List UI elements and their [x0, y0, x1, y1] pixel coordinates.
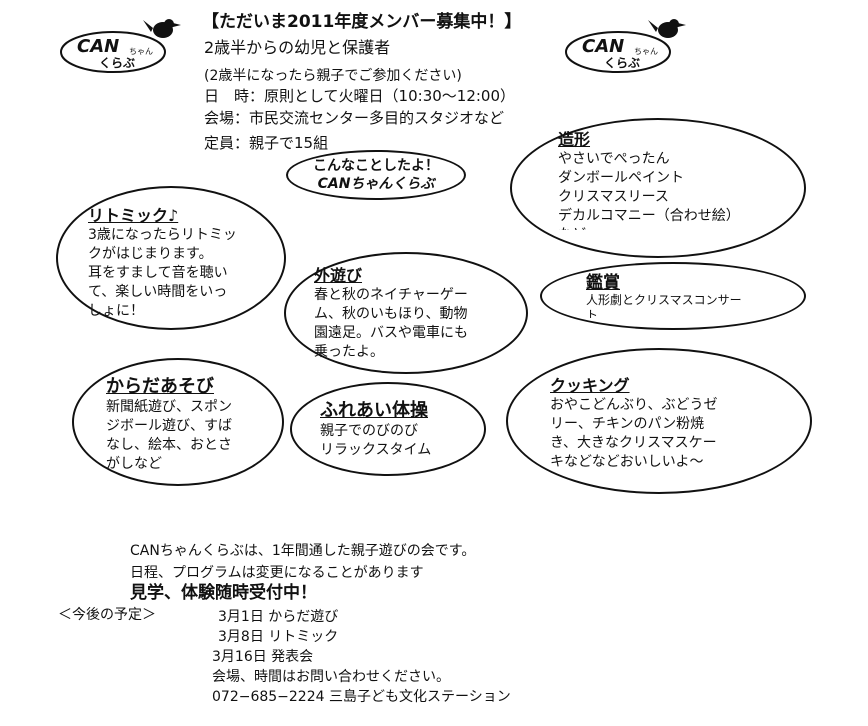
bubble-cooking: [506, 348, 812, 494]
cooking-line: おやこどんぶり、ぶどうゼ: [550, 397, 718, 413]
bubble-karada: [72, 358, 284, 486]
bubble-rhythmic: [56, 186, 286, 330]
bubble-fureai-content: ふれあい体操 親子でのびのび リラックスタイム: [320, 396, 470, 460]
rhythmic-line: 3歳になったらリトミッ: [88, 227, 237, 243]
can-club-logo-right: CAN ちゃん くらぶ: [560, 14, 690, 76]
bubble-zokei-content: 造形 やさいでぺったん ダンボールペイント クリスマスリース デカルコマニー（合…: [558, 126, 768, 230]
kansho-title: 鑑賞: [586, 273, 620, 293]
bubble-kansho-content: 鑑賞 人形劇とクリスマスコンサー ト: [586, 268, 786, 318]
capacity-info: 定員：親子で15組: [204, 134, 329, 152]
event-item: 3月1日 からだ遊び: [218, 609, 339, 625]
sotoasobi-line: ム、秋のいもほり、動物: [314, 306, 468, 322]
upcoming-label: ＜今後の予定＞: [58, 607, 156, 623]
karada-title: からだあそび: [106, 376, 214, 397]
bird-mascot-icon: [143, 19, 181, 38]
logo-small-text: ちゃん: [129, 47, 153, 56]
rhythmic-line: て、楽しい時間をいっ: [88, 284, 228, 300]
sotoasobi-line: 園遠足。バスや電車にも: [314, 325, 468, 341]
logo-sub-text: くらぶ: [604, 56, 640, 70]
bubble-zokei: [510, 118, 806, 258]
cooking-line: キなどなどおいしいよ〜: [550, 454, 704, 470]
fureai-line: リラックスタイム: [320, 442, 432, 458]
target-audience: 2歳半からの幼児と保護者: [204, 38, 391, 57]
rhythmic-line: 耳をすまして音を聴い: [88, 265, 228, 281]
bubble-fureai: [290, 382, 486, 476]
karada-line: ジボール遊び、すば: [106, 418, 232, 434]
bubble-sotoasobi: [284, 252, 528, 374]
participation-note: (2歳半になったら親子でご参加ください): [204, 68, 462, 84]
kansho-line: ト: [586, 308, 599, 318]
cooking-line: き、大きなクリスマスケー: [550, 435, 717, 451]
center-bubble-line2: CANちゃんくらぶ: [317, 176, 435, 192]
logo-main-text: CAN: [582, 36, 624, 57]
zokei-line: やさいでぺったん: [558, 151, 670, 167]
can-club-logo-left: CAN ちゃん くらぶ: [55, 14, 185, 76]
event-item: 3月16日 発表会: [212, 649, 314, 665]
karada-line: がしなど: [106, 456, 162, 472]
bubble-kansho: [540, 262, 806, 330]
kansho-line: 人形劇とクリスマスコンサー: [586, 293, 742, 307]
venue-info: 会場：市民交流センター多目的スタジオなど: [204, 109, 505, 127]
karada-line: なし、絵本、おとさ: [106, 437, 232, 453]
club-description: CANちゃんくらぶは、1年間通した親子遊びの会です。: [130, 543, 476, 559]
visit-announcement: 見学、体験随時受付中！: [130, 583, 317, 603]
center-bubble: こんなことしたよ！ CANちゃんくらぶ: [286, 150, 466, 200]
karada-line: 新聞紙遊び、スポン: [106, 399, 232, 415]
rhythmic-line: しょに！: [88, 303, 144, 319]
zokei-title: 造形: [558, 130, 591, 149]
fureai-title: ふれあい体操: [320, 400, 428, 421]
center-bubble-line1: こんなことしたよ！: [313, 158, 439, 174]
contact-note: 会場、時間はお問い合わせください。: [212, 669, 450, 685]
logo-small-text: ちゃん: [634, 47, 658, 56]
bubble-sotoasobi-content: 外遊び 春と秋のネイチャーゲー ム、秋のいもほり、動物 園遠足。バスや電車にも …: [314, 262, 510, 362]
page-title: 【ただいま2011年度メンバー募集中！】: [202, 12, 522, 32]
logo-main-text: CAN: [77, 36, 119, 57]
bird-mascot-icon: [648, 19, 686, 38]
cooking-line: リー、チキンのパン粉焼: [550, 416, 705, 432]
rhythmic-title: リトミック♪: [88, 206, 179, 225]
schedule-info: 日 時：原則として火曜日（10:30〜12:00）: [204, 87, 516, 105]
zokei-line: ダンボールペイント: [558, 170, 684, 186]
event-item: 3月8日 リトミック: [218, 629, 339, 645]
logo-sub-text: くらぶ: [99, 56, 135, 70]
zokei-line: デカルコマニー（合わせ絵）: [558, 208, 740, 224]
rhythmic-line: クがはじまります。: [88, 246, 213, 262]
bubble-rhythmic-content: リトミック♪ 3歳になったらリトミッ クがはじまります。 耳をすまして音を聴い …: [88, 202, 268, 321]
sotoasobi-title: 外遊び: [314, 266, 363, 285]
sotoasobi-line: 春と秋のネイチャーゲー: [314, 287, 468, 303]
zokei-line: など: [558, 226, 768, 230]
zokei-line: クリスマスリース: [558, 189, 669, 205]
bubble-karada-content: からだあそび 新聞紙遊び、スポン ジボール遊び、すば なし、絵本、おとさ がしな…: [106, 372, 270, 474]
sotoasobi-line: 乗ったよ。: [314, 344, 384, 360]
contact-phone: 072−685−2224 三島子ども文化ステーション: [212, 689, 511, 705]
fureai-line: 親子でのびのび: [320, 423, 418, 439]
cooking-title: クッキング: [550, 376, 630, 395]
bubble-cooking-content: クッキング おやこどんぶり、ぶどうゼ リー、チキンのパン粉焼 き、大きなクリスマ…: [550, 372, 782, 472]
schedule-change-notice: 日程、プログラムは変更になることがあります: [130, 565, 424, 581]
